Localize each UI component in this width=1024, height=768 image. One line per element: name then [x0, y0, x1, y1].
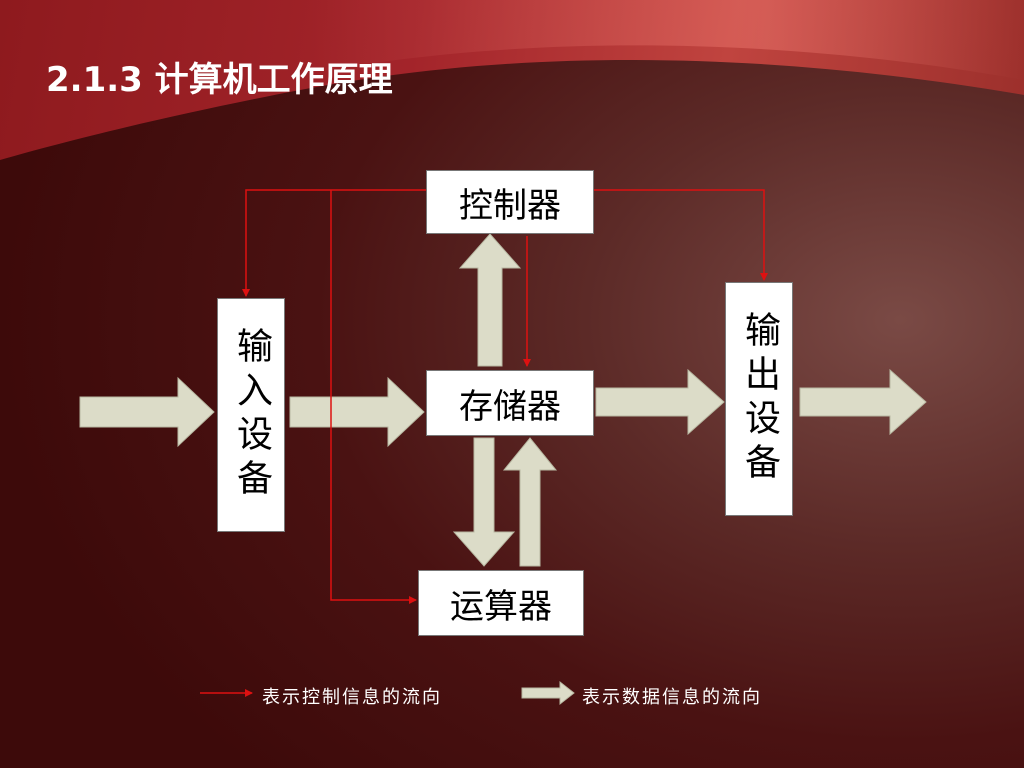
data-arrow-alu-to-memory	[502, 437, 558, 567]
data-arrow-into-input	[79, 376, 215, 448]
alu-box: 运算器	[418, 570, 584, 636]
data-arrow-out-of-output	[799, 368, 927, 436]
control-line-to-output	[594, 189, 768, 281]
page-title: 2.1.3 计算机工作原理	[46, 60, 393, 100]
data-arrow-input-to-memory	[289, 376, 425, 448]
legend-data-text: 表示数据信息的流向	[582, 687, 762, 708]
control-line-to-alu	[330, 190, 417, 604]
memory-label: 存储器	[459, 386, 561, 427]
legend-data-arrow	[521, 680, 575, 706]
data-arrow-memory-to-controller	[458, 233, 522, 367]
memory-box: 存储器	[426, 370, 594, 436]
controller-box: 控制器	[426, 170, 594, 234]
data-arrow-memory-to-alu	[452, 437, 516, 567]
legend-control-text: 表示控制信息的流向	[262, 687, 442, 708]
alu-label: 运算器	[450, 586, 552, 627]
controller-label: 控制器	[459, 185, 561, 226]
input-device-label: 输入设备	[231, 327, 272, 503]
output-device-label: 输出设备	[739, 311, 780, 487]
output-device-box: 输出设备	[725, 282, 793, 516]
data-arrow-memory-to-output	[595, 368, 725, 436]
input-device-box: 输入设备	[217, 298, 285, 532]
control-line-to-input	[242, 189, 426, 297]
